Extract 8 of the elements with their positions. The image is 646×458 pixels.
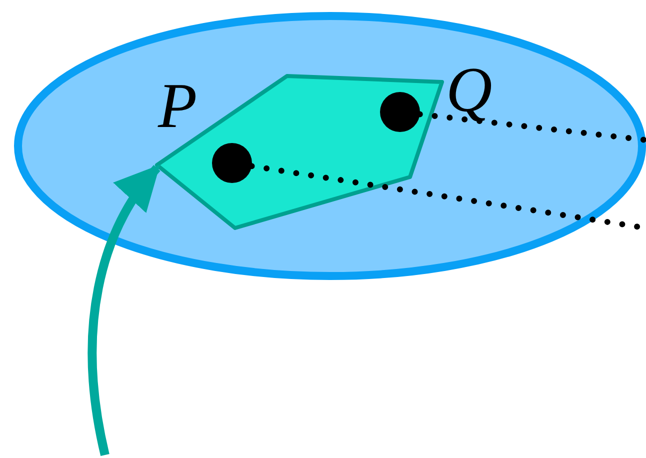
variable-label: Q <box>446 58 492 122</box>
polygon-region <box>155 74 445 230</box>
dotted-line <box>416 111 646 143</box>
point-marker <box>380 92 420 132</box>
point-marker <box>212 143 252 183</box>
curved-arrow <box>88 164 160 456</box>
ellipse-region <box>14 12 646 280</box>
variable-label: P <box>158 74 198 138</box>
